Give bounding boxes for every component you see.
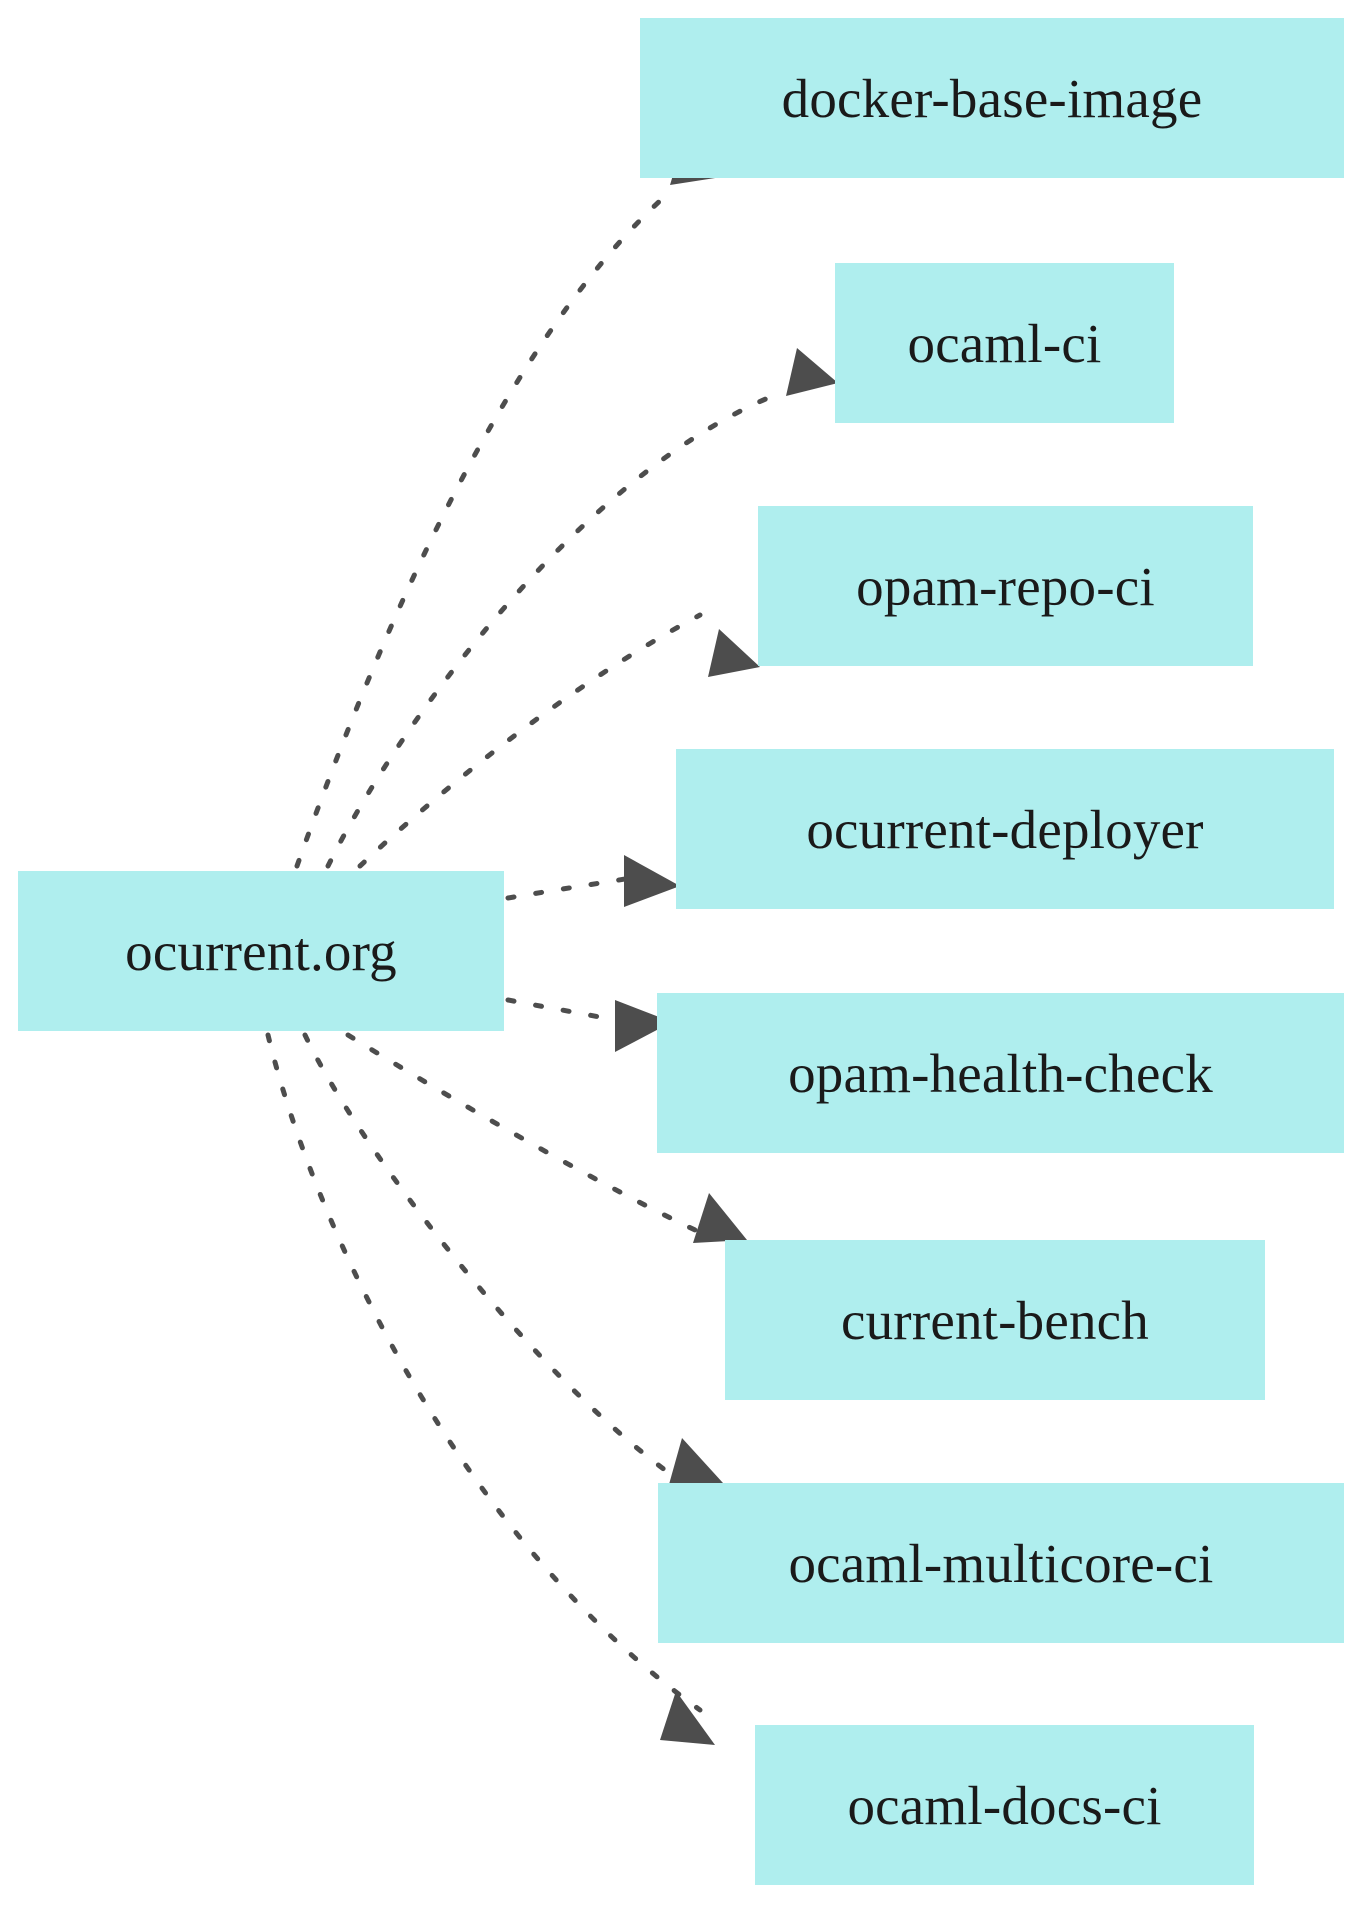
node-label: docker-base-image <box>781 67 1203 129</box>
arrowhead-ocaml-ci <box>786 348 838 396</box>
edge-ocurrent-org-to-docker-base-image <box>294 187 675 869</box>
node-docker-base-image[interactable]: docker-base-image <box>640 18 1344 178</box>
edge-ocurrent-org-to-opam-repo-ci <box>357 612 703 869</box>
edge-ocurrent-org-to-ocaml-docs-ci <box>265 1032 703 1713</box>
node-label: ocurrent-deployer <box>806 798 1204 860</box>
node-opam-health-check[interactable]: opam-health-check <box>657 993 1344 1153</box>
arrowhead-current-bench <box>693 1193 747 1243</box>
node-label: ocaml-multicore-ci <box>788 1532 1214 1594</box>
arrowhead-ocaml-docs-ci <box>660 1691 715 1745</box>
node-label: ocaml-ci <box>907 312 1102 374</box>
node-opam-repo-ci[interactable]: opam-repo-ci <box>758 506 1253 666</box>
arrowhead-ocaml-multicore-ci <box>668 1438 723 1488</box>
edge-ocurrent-org-to-ocaml-multicore-ci <box>302 1032 668 1473</box>
node-ocurrent-deployer[interactable]: ocurrent-deployer <box>676 749 1334 909</box>
edge-ocurrent-org-to-opam-health-check <box>505 997 618 1023</box>
node-ocaml-docs-ci[interactable]: ocaml-docs-ci <box>755 1725 1254 1885</box>
node-label: opam-health-check <box>788 1042 1213 1104</box>
node-label: opam-repo-ci <box>856 555 1155 617</box>
edge-ocurrent-org-to-ocurrent-deployer <box>505 876 628 901</box>
node-label: ocaml-docs-ci <box>847 1774 1162 1836</box>
node-label: ocurrent.org <box>125 920 397 982</box>
edge-ocurrent-org-to-current-bench <box>345 1032 698 1233</box>
node-ocurrent-org[interactable]: ocurrent.org <box>18 871 504 1031</box>
arrowhead-ocurrent-deployer <box>624 855 680 907</box>
node-ocaml-ci[interactable]: ocaml-ci <box>835 263 1174 423</box>
node-current-bench[interactable]: current-bench <box>725 1240 1265 1400</box>
node-ocaml-multicore-ci[interactable]: ocaml-multicore-ci <box>658 1483 1344 1643</box>
arrowhead-opam-repo-ci <box>708 629 760 677</box>
node-label: current-bench <box>841 1289 1149 1351</box>
